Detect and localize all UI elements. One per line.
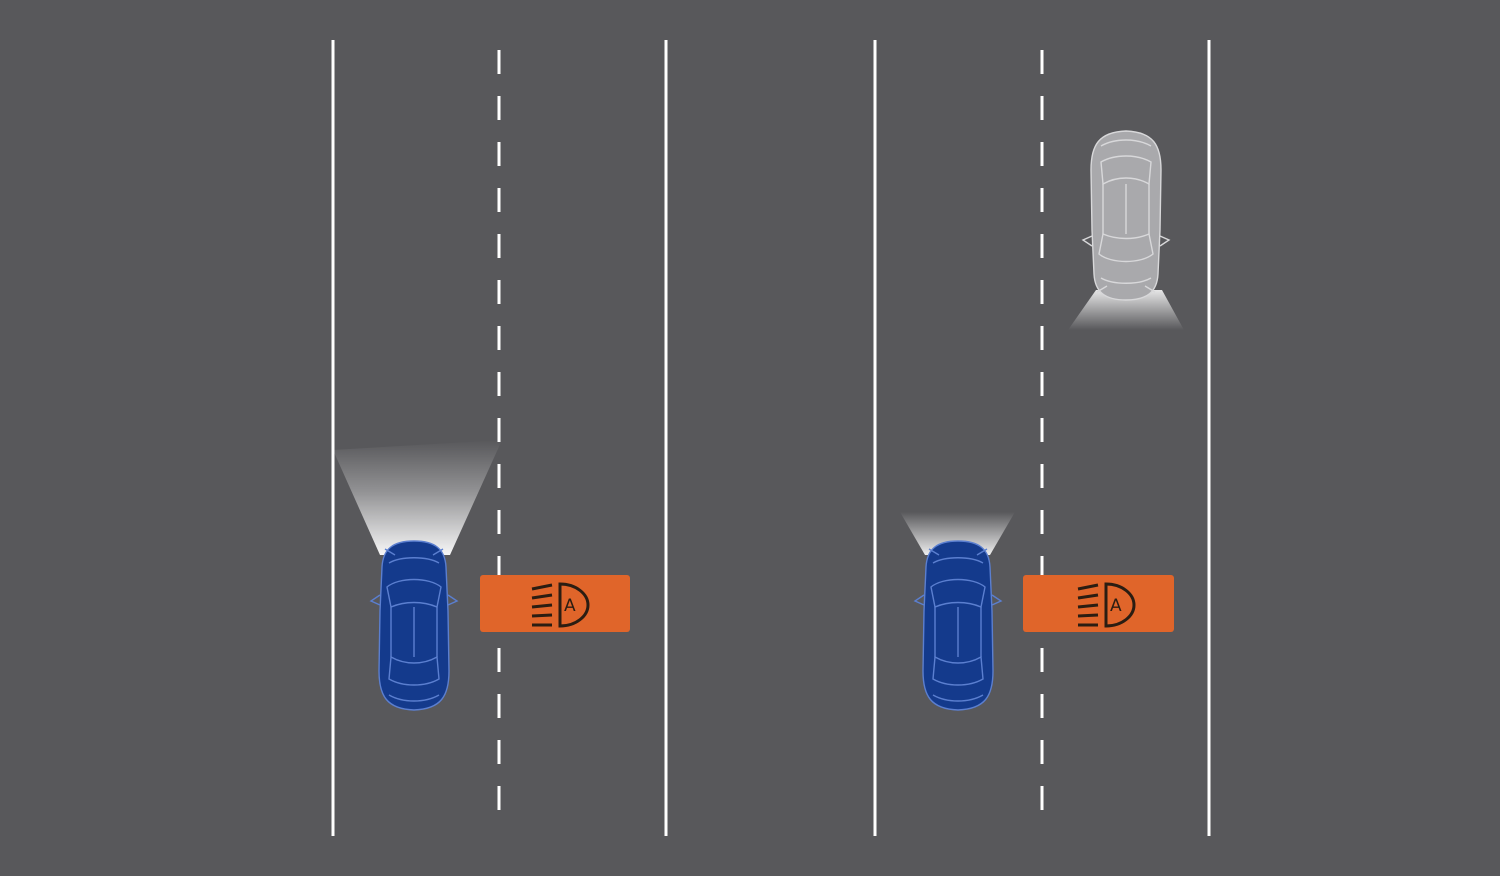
auto-high-beam-icon: A	[1076, 582, 1136, 628]
low-beam-light	[900, 512, 1015, 555]
indicator-letter: A	[1110, 596, 1122, 616]
ego-car	[370, 540, 458, 711]
scene-low-beam: A	[873, 40, 1211, 836]
auto-high-beam-indicator: A	[480, 575, 630, 632]
ego-car	[914, 540, 1002, 711]
oncoming-car-beam	[1068, 290, 1184, 330]
high-beam-light	[333, 440, 502, 555]
auto-high-beam-indicator: A	[1023, 575, 1174, 632]
scene-high-beam: A	[331, 40, 668, 836]
oncoming-car	[1082, 130, 1170, 301]
indicator-letter: A	[564, 596, 576, 616]
auto-high-beam-icon: A	[530, 582, 590, 628]
